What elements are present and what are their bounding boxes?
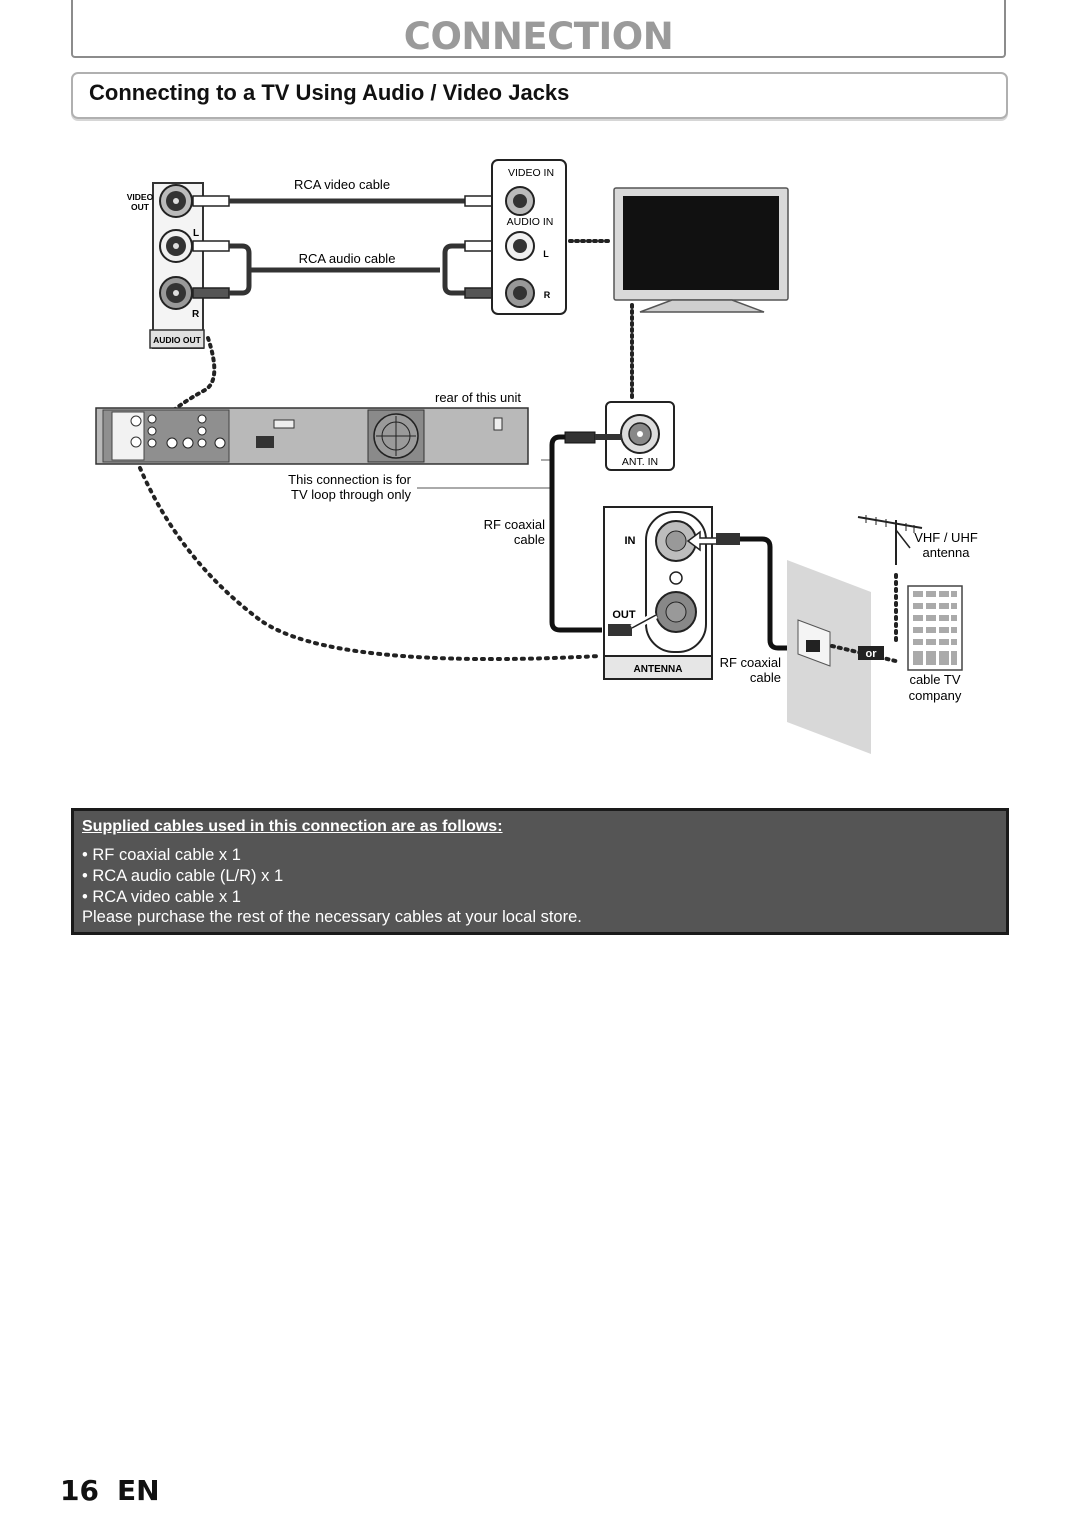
rca-video-cable: [192, 195, 502, 207]
or-label: or: [866, 648, 878, 660]
wall-outlet: [787, 560, 871, 754]
cable-tv-line2: company: [909, 688, 962, 703]
list-item: RF coaxial cable x 1: [82, 845, 283, 866]
audio-in-label: AUDIO IN: [507, 216, 554, 228]
vhf-uhf-antenna-icon: [857, 515, 923, 565]
tv-ant-in-jack: ANT. IN: [605, 401, 675, 471]
antenna-panel: IN OUT ANTENNA: [603, 506, 713, 680]
list-item: RCA audio cable (L/R) x 1: [82, 866, 283, 887]
page-number: 16: [60, 1474, 99, 1507]
section-title: Connecting to a TV Using Audio / Video J…: [89, 80, 570, 105]
video-out-jack: [159, 184, 193, 218]
audio-out-label: AUDIO OUT: [153, 335, 202, 345]
tv-jack-r-label: R: [544, 290, 551, 300]
rca-audio-cable: [192, 240, 502, 299]
antenna-out-label: OUT: [612, 609, 636, 621]
audio-out-r-jack: [159, 276, 193, 310]
vhf-uhf-line2: antenna: [923, 545, 971, 560]
page-footer: 16 EN: [60, 1474, 178, 1507]
purchase-note: Please purchase the rest of the necessar…: [82, 908, 582, 926]
supplied-cables-box: Supplied cables used in this connection …: [71, 808, 1009, 935]
rf-cable-2-line2: cable: [750, 670, 781, 685]
video-out-label-2: OUT: [131, 202, 150, 212]
rf-cable-2-line1: RF coaxial: [720, 655, 782, 670]
av-output-panel: VIDEO OUT L R AUDIO OUT: [127, 182, 205, 349]
rf-cable-1-line2: cable: [514, 532, 545, 547]
rca-audio-cable-label: RCA audio cable: [299, 251, 396, 266]
antenna-in-label: IN: [625, 535, 636, 547]
tv-icon: [613, 187, 789, 313]
ant-in-label: ANT. IN: [622, 456, 658, 468]
language-label: EN: [116, 1474, 160, 1507]
section-header: Connecting to a TV Using Audio / Video J…: [71, 72, 1008, 119]
video-in-label: VIDEO IN: [508, 167, 554, 179]
jack-r-label: R: [192, 309, 200, 320]
video-out-label-1: VIDEO: [127, 192, 154, 202]
or-badge: or: [858, 646, 884, 660]
rca-video-cable-label: RCA video cable: [294, 177, 390, 192]
list-item: RCA video cable x 1: [82, 887, 283, 908]
jack-l-label: L: [193, 228, 199, 239]
page-title: CONNECTION: [403, 15, 674, 58]
antenna-panel-label: ANTENNA: [634, 664, 683, 675]
cable-tv-building-icon: [907, 585, 963, 671]
connection-diagram: VIDEO OUT L R AUDIO OUT RCA video cable …: [95, 159, 978, 754]
tv-jack-l-label: L: [543, 249, 549, 259]
vhf-uhf-line1: VHF / UHF: [914, 530, 978, 545]
rf-cable-1-line1: RF coaxial: [484, 517, 546, 532]
rear-of-unit-label: rear of this unit: [435, 390, 521, 405]
supplied-cables-list: RF coaxial cable x 1 RCA audio cable (L/…: [82, 845, 283, 908]
loop-note-line1: This connection is for: [288, 472, 412, 487]
supplied-cables-heading: Supplied cables used in this connection …: [82, 818, 503, 835]
tv-input-panel: VIDEO IN AUDIO IN L R: [491, 159, 567, 315]
unit-rear-panel: [95, 407, 529, 465]
loop-note-line2: TV loop through only: [291, 487, 411, 502]
audio-out-l-jack: [159, 229, 193, 263]
cable-tv-line1: cable TV: [909, 672, 960, 687]
header-banner: CONNECTION: [71, 0, 1006, 58]
